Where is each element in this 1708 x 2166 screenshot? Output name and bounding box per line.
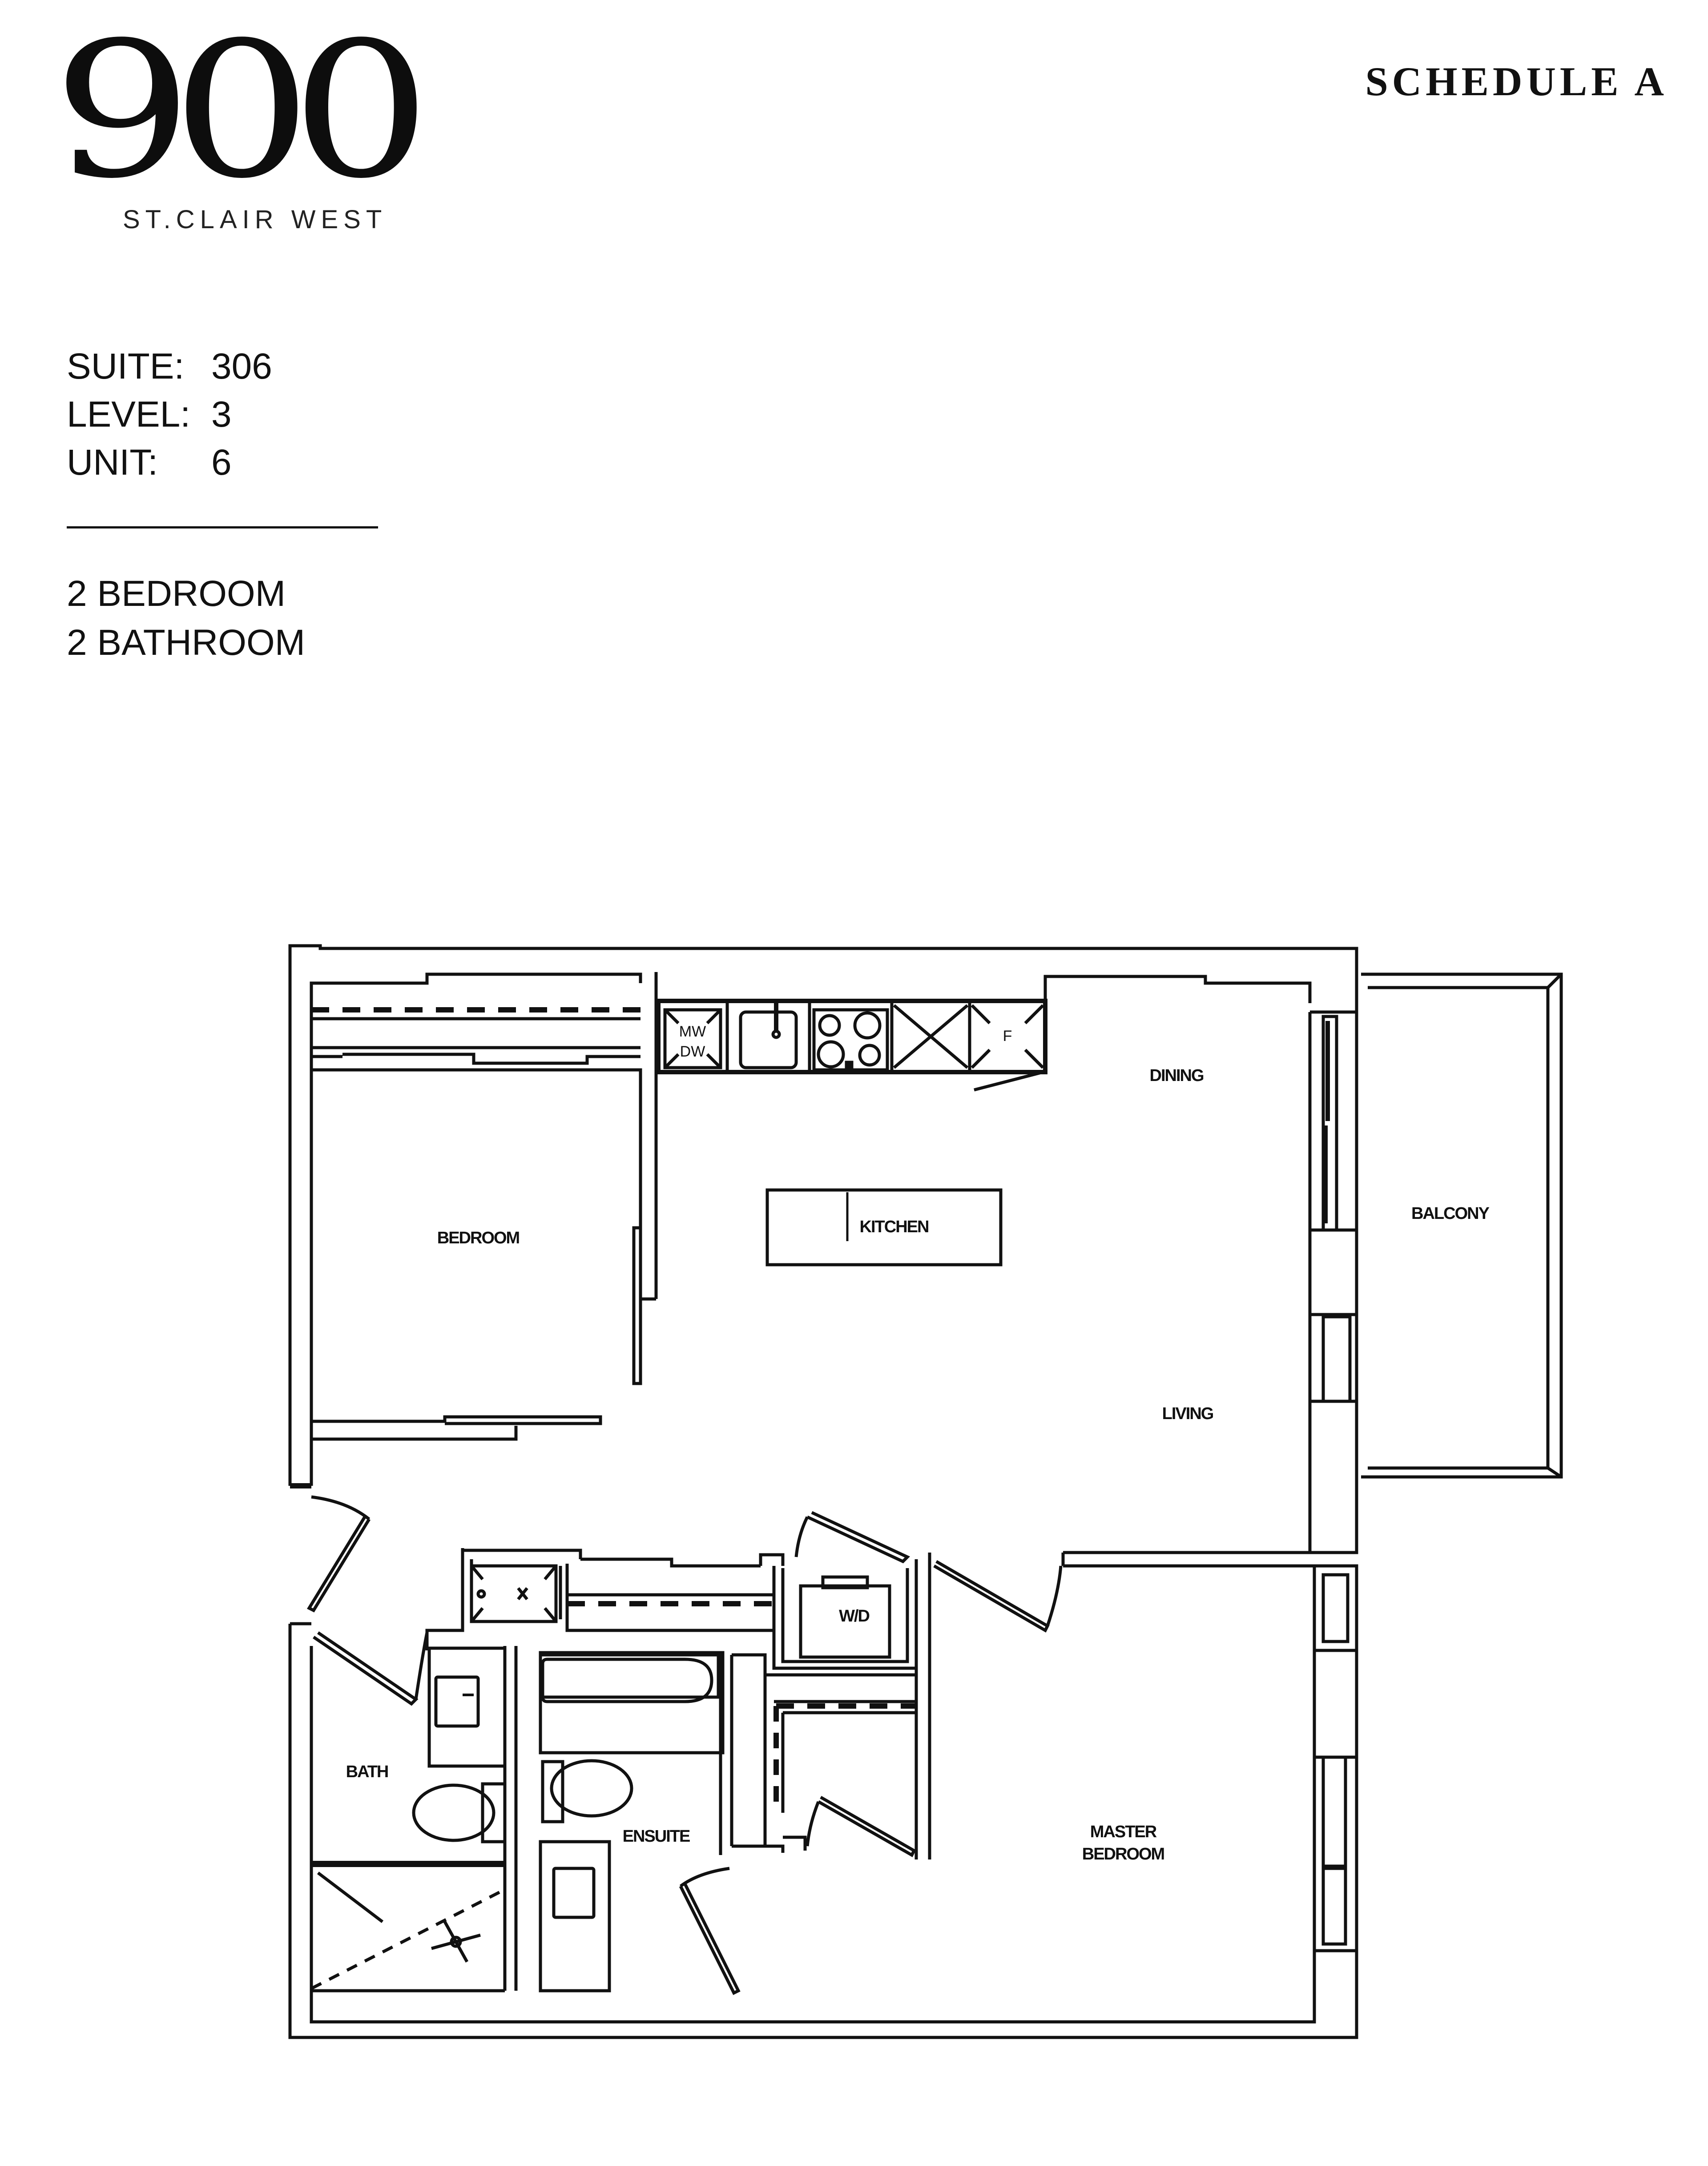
spec-value: 6: [211, 442, 232, 483]
spec-key: SUITE:: [67, 346, 185, 387]
bedroom-bottom-wall: [311, 1415, 602, 1441]
project-logo: 900 ST.CLAIR WEST: [52, 18, 431, 234]
label-balcony: BALCONY: [1411, 1204, 1490, 1223]
logo-number: 900: [52, 2, 431, 220]
ensuite-walls: [679, 1653, 785, 1995]
dining-top-wall: [1043, 970, 1358, 1014]
ensuite-tub: [539, 1651, 725, 1755]
fridge: [971, 1004, 1044, 1092]
master-closet-door: [783, 1795, 916, 1857]
cooktop: [812, 1008, 889, 1072]
label-kitchen: KITCHEN: [860, 1218, 929, 1236]
unit-counts: 2 BEDROOM 2 BATHROOM: [67, 569, 305, 667]
bedroom-count: 2 BEDROOM: [67, 573, 286, 614]
master-east-wall: [1313, 1564, 1358, 1951]
label-dining: DINING: [1150, 1066, 1204, 1085]
label-dishwasher: DW: [680, 1043, 705, 1060]
bath-ensuite-partition: [503, 1646, 518, 1991]
label-living: LIVING: [1162, 1404, 1213, 1423]
ensuite-vanity: [539, 1840, 611, 1993]
east-wall: [1308, 1012, 1358, 1554]
living-master-wall: [1061, 1551, 1314, 1568]
kitchen-island: [765, 1188, 1003, 1267]
sink: [739, 1003, 798, 1069]
bedroom-closet: [310, 972, 658, 1421]
bath-door: [313, 1631, 429, 1706]
entry-door: [290, 1483, 371, 1626]
spec-suite: SUITE: 306: [67, 343, 272, 391]
label-ensuite: ENSUITE: [623, 1827, 690, 1846]
label-bath: BATH: [346, 1763, 388, 1781]
kitchen-counter: [656, 999, 1047, 1074]
balcony: [1361, 972, 1563, 1479]
exterior-wall: [288, 944, 1358, 2039]
master-closet: [732, 1553, 931, 1859]
label-microwave: MW: [679, 1023, 706, 1040]
logo-subtitle: ST.CLAIR WEST: [123, 205, 387, 234]
unit-specs: SUITE: 306 LEVEL: 3 UNIT: 6: [67, 343, 272, 487]
bath-walls: [425, 1548, 785, 1650]
master-door: [933, 1560, 1063, 1633]
microwave-dishwasher: [663, 1008, 722, 1069]
bath-vanity: [427, 1646, 507, 1768]
spec-level: LEVEL: 3: [67, 391, 272, 439]
laundry-door: [794, 1511, 910, 1564]
bathroom-count: 2 BATHROOM: [67, 622, 306, 663]
bath-shower: [310, 1861, 507, 1993]
spec-key: UNIT:: [67, 442, 158, 483]
oven-cabinet: [893, 1004, 969, 1069]
spec-key: LEVEL:: [67, 394, 191, 435]
spec-value: 3: [211, 394, 232, 435]
label-fridge: F: [1003, 1028, 1012, 1045]
bath-toilet: [412, 1782, 507, 1843]
label-master-line1: MASTER: [1090, 1823, 1157, 1841]
spec-value: 306: [211, 346, 272, 387]
divider: [67, 526, 378, 528]
label-master-line2: BEDROOM: [1082, 1845, 1164, 1863]
ensuite-toilet: [541, 1759, 633, 1823]
label-laundry: W/D: [839, 1607, 869, 1626]
label-bedroom: BEDROOM: [437, 1229, 520, 1247]
spec-unit: UNIT: 6: [67, 439, 272, 487]
schedule-label: SCHEDULE A: [1365, 59, 1668, 104]
